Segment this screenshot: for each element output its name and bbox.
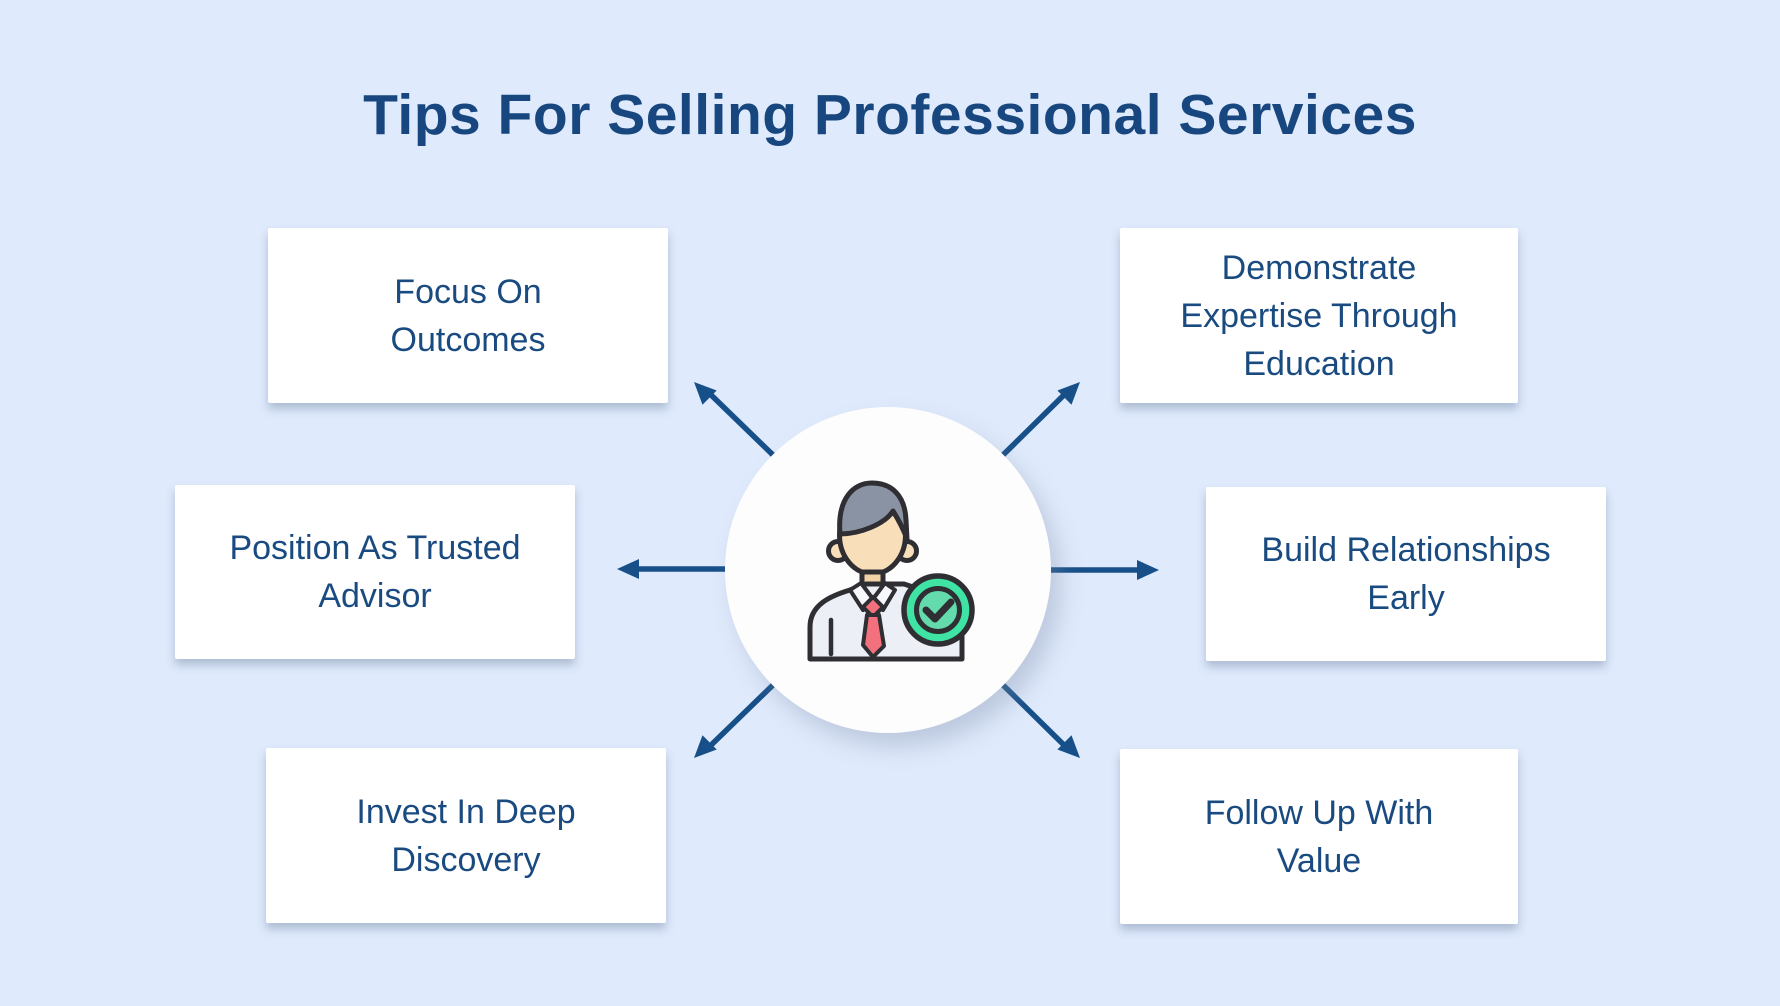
tip-card-line: Demonstrate (1221, 248, 1417, 287)
tip-card-line: Expertise Through (1180, 296, 1458, 335)
tip-card-line: Advisor (318, 577, 432, 615)
page-title: Tips For Selling Professional Services (363, 83, 1417, 147)
arrow-down-left (694, 683, 775, 758)
tip-card-line: Build Relationships (1261, 531, 1551, 569)
tip-card-line: Focus On (394, 272, 542, 311)
tip-card-focus-on-outcomes: Focus On Outcomes (268, 228, 668, 403)
tip-card-line: Position As Trusted (229, 529, 521, 567)
tip-card-line: Discovery (391, 840, 541, 879)
arrow-up-left (694, 382, 775, 457)
check-badge-inner (914, 586, 962, 634)
arrow-down-right (1001, 683, 1080, 758)
tip-card-position-trusted-advisor: Position As Trusted Advisor (175, 485, 575, 659)
businessman-approved-icon (807, 480, 975, 662)
tip-card-line: Value (1276, 841, 1362, 880)
tip-card-line: Outcomes (390, 320, 546, 359)
tip-card-build-relationships-early: Build Relationships Early (1206, 487, 1606, 661)
check-icon (922, 598, 955, 623)
tip-card-line: Follow Up With (1204, 793, 1434, 832)
arrow-left (617, 559, 725, 579)
tip-card-line: Early (1367, 579, 1445, 617)
arrow-up-right (1001, 382, 1080, 457)
tip-card-line: Education (1243, 344, 1395, 383)
arrow-right (1051, 560, 1159, 580)
tip-card-demonstrate-expertise: Demonstrate Expertise Through Education (1120, 228, 1518, 403)
tip-card-invest-deep-discovery: Invest In Deep Discovery (266, 748, 666, 923)
tie-tail (861, 613, 886, 659)
hair (837, 480, 910, 542)
tip-card-line: Invest In Deep (356, 792, 576, 831)
tip-card-follow-up-with-value: Follow Up With Value (1120, 749, 1518, 924)
